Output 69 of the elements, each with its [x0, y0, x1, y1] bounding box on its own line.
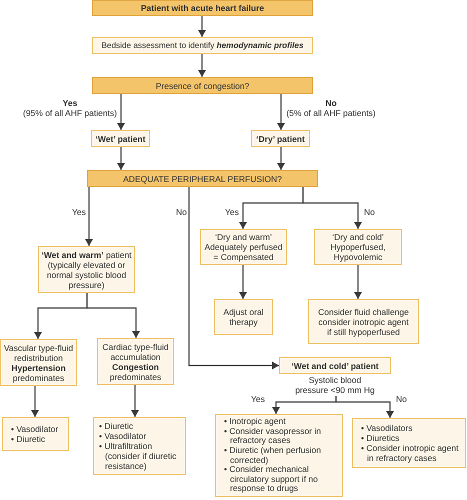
list-item: • Diuretics [361, 433, 400, 443]
process-box [38, 246, 135, 293]
node-text: ‘Wet and cold’ patient [291, 360, 379, 370]
list-item: • Vasodilators [361, 423, 414, 433]
list-item: • Consider mechanical circulatory support if no response to drugs [224, 465, 319, 494]
node-text: Bedside assessment to identify hemodynamic profiles [101, 40, 304, 50]
process-box [314, 229, 402, 265]
edge-label: Yes (95% of all AHF patients) [22, 98, 118, 118]
action-box [352, 418, 466, 468]
arrow [117, 147, 125, 170]
node-text: Hypoperfused, Hypovolemic [329, 242, 387, 262]
decision-box [92, 77, 313, 94]
node-text: Adequately perfused = Compensated [204, 242, 284, 262]
arrow [198, 54, 206, 77]
list-item: • Consider inotropic agent in refractory cases [361, 443, 460, 463]
node-text: (typically elevated or normal systolic blood pressure) [46, 260, 126, 290]
arrow [302, 187, 362, 229]
process-box [92, 37, 313, 54]
action-box [93, 417, 186, 475]
arrow [198, 16, 206, 37]
action-box [2, 417, 69, 451]
edge-label: Yes [72, 207, 86, 217]
arrow [354, 265, 362, 299]
node-text: Cardiac type-fluid accumulation Congestion predominates [101, 342, 170, 382]
arrow [117, 94, 125, 130]
arrow [239, 265, 247, 299]
edge-label: Yes [251, 394, 265, 404]
list-item: • Ultrafiltration (consider if diuretic resistance) [99, 441, 178, 471]
action-box [214, 299, 273, 335]
node-text: Consider fluid challenge consider inotropic agent if still hypoperfused [317, 306, 410, 336]
node-text: ‘Wet’ patient [96, 134, 146, 144]
list-item: • Vasodilator [11, 424, 59, 434]
list-item: • Diuretic [11, 434, 46, 444]
node-text: Patient with acute heart failure [140, 3, 264, 13]
edge-label: No [396, 394, 407, 404]
edge-label: Yes [225, 207, 239, 217]
arrow [31, 386, 39, 417]
node-text: Adjust oral therapy [222, 307, 265, 327]
list-item: • Diuretic (when perfusion corrected) [224, 446, 322, 465]
action-box [215, 414, 343, 497]
arrow [277, 94, 285, 130]
process-box [200, 229, 287, 265]
process-box [251, 130, 310, 147]
arrow [86, 293, 140, 338]
arrow [188, 187, 279, 370]
arrow [131, 385, 139, 417]
start-box [92, 0, 313, 16]
edge-label: No (5% of all AHF patients) [285, 98, 377, 118]
node-text: ‘Dry’ patient [256, 134, 305, 144]
list-item: • Diuretic [99, 421, 134, 431]
list-item: • Vasodilator [99, 431, 147, 441]
node-text: Vascular type-fluid redistribution Hypertension predominates [3, 342, 74, 382]
action-box [308, 299, 419, 344]
list-item: • Inotropic agent [224, 417, 286, 427]
process-box [91, 130, 150, 147]
node-text: Presence of congestion? [156, 80, 250, 90]
edge-label: No [176, 207, 187, 217]
list-item: • Consider vasopressor in refractory cases [224, 426, 322, 446]
edge-label: No [364, 207, 375, 217]
node-text: ‘Dry and cold’ [332, 232, 384, 242]
arrow [85, 187, 93, 246]
decision-box [87, 170, 318, 187]
arrow [277, 147, 285, 170]
arrow [335, 396, 394, 418]
node-text: ADEQUATE PERIPHERAL PERFUSION? [123, 174, 282, 184]
node-note: Systolic blood pressure <90 mm Hg [295, 375, 375, 395]
node-text: ‘Dry and warm’ [215, 232, 272, 242]
process-box [279, 357, 391, 374]
node-text: ‘Wet and warm’ patient [41, 250, 132, 260]
